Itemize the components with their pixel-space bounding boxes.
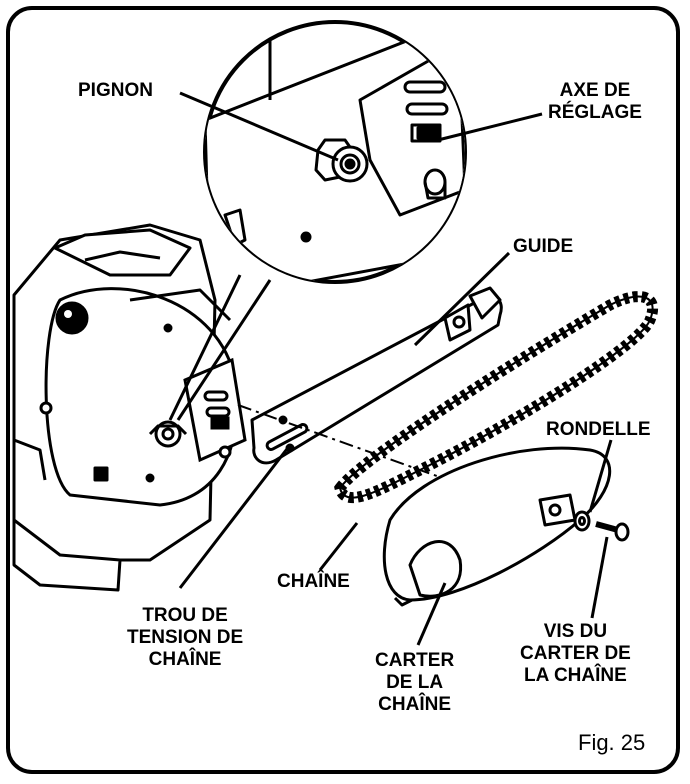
chain-cover [382,446,612,607]
label-axe-line1: AXE DE [559,80,631,101]
label-pignon: PIGNON [78,80,153,101]
label-vis-line2: CARTER DE [520,643,631,664]
label-rondelle: RONDELLE [546,419,651,440]
label-vis-line3: LA CHAÎNE [524,665,627,686]
label-guide: GUIDE [513,236,574,257]
label-trou-line2: TENSION DE [127,627,244,648]
figure-number: Fig. 25 [578,730,646,755]
washer [573,510,591,532]
label-carter-de-la-chaine: CARTER DE LA CHAÎNE [375,650,454,716]
saw-body [12,223,239,592]
label-trou-line3: CHAÎNE [148,649,222,670]
label-carter-line3: CHAÎNE [378,694,451,715]
detail-zoom-circle [203,20,467,284]
label-vis-line1: VIS DU [543,621,608,642]
label-axe-line2: RÉGLAGE [548,102,642,123]
label-carter-line1: CARTER [375,650,455,671]
label-trou-line1: TROU DE [142,605,228,626]
guide-bar [250,286,503,465]
label-vis-du-carter: VIS DU CARTER DE LA CHAÎNE [520,621,631,687]
label-trou-de-tension: TROU DE TENSION DE CHAÎNE [127,605,243,671]
label-axe-de-reglage: AXE DE RÉGLAGE [548,80,642,124]
cover-screw [595,521,630,542]
sprocket-small [148,420,188,448]
saw-chain [334,291,659,503]
label-carter-line2: DE LA [386,672,444,693]
leader-lines [178,91,613,646]
alignment-line [237,404,561,521]
zoom-connector-lines [168,274,272,421]
label-chaine: CHAÎNE [277,571,350,592]
